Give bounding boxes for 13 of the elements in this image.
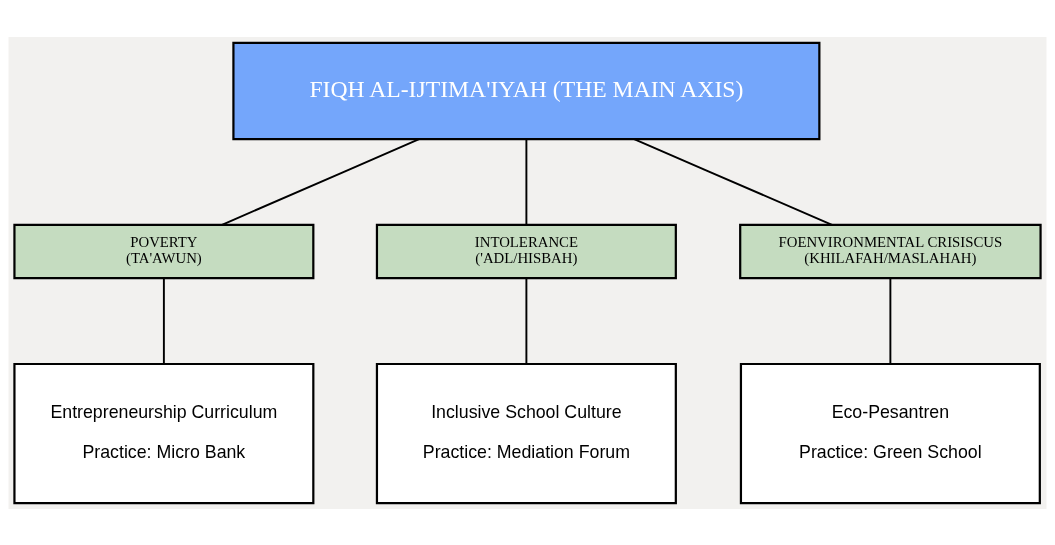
node-box: FOENVIRONMENTAL CRISISCUS (KHILAFAH/MASLAHAH) (739, 223, 1042, 279)
node-box: POVERTY (TA'AWUN) (13, 223, 315, 279)
connector (221, 137, 421, 226)
node-box: Entrepreneurship Curriculum Practice: Micro Bank (13, 362, 315, 504)
connector (525, 276, 528, 365)
connector (525, 137, 528, 226)
node-box: Eco-Pesantren Practice: Green School (739, 362, 1041, 504)
connector (162, 276, 165, 365)
connector (633, 137, 833, 226)
connector (889, 276, 892, 365)
node-box: INTOLERANCE ('ADL/HISBAH) (375, 223, 677, 279)
node-box: FIQH AL-IJTIMA'IYAH (THE MAIN AXIS) (232, 41, 821, 140)
node-box: Inclusive School Culture Practice: Mediation Forum (375, 362, 677, 504)
